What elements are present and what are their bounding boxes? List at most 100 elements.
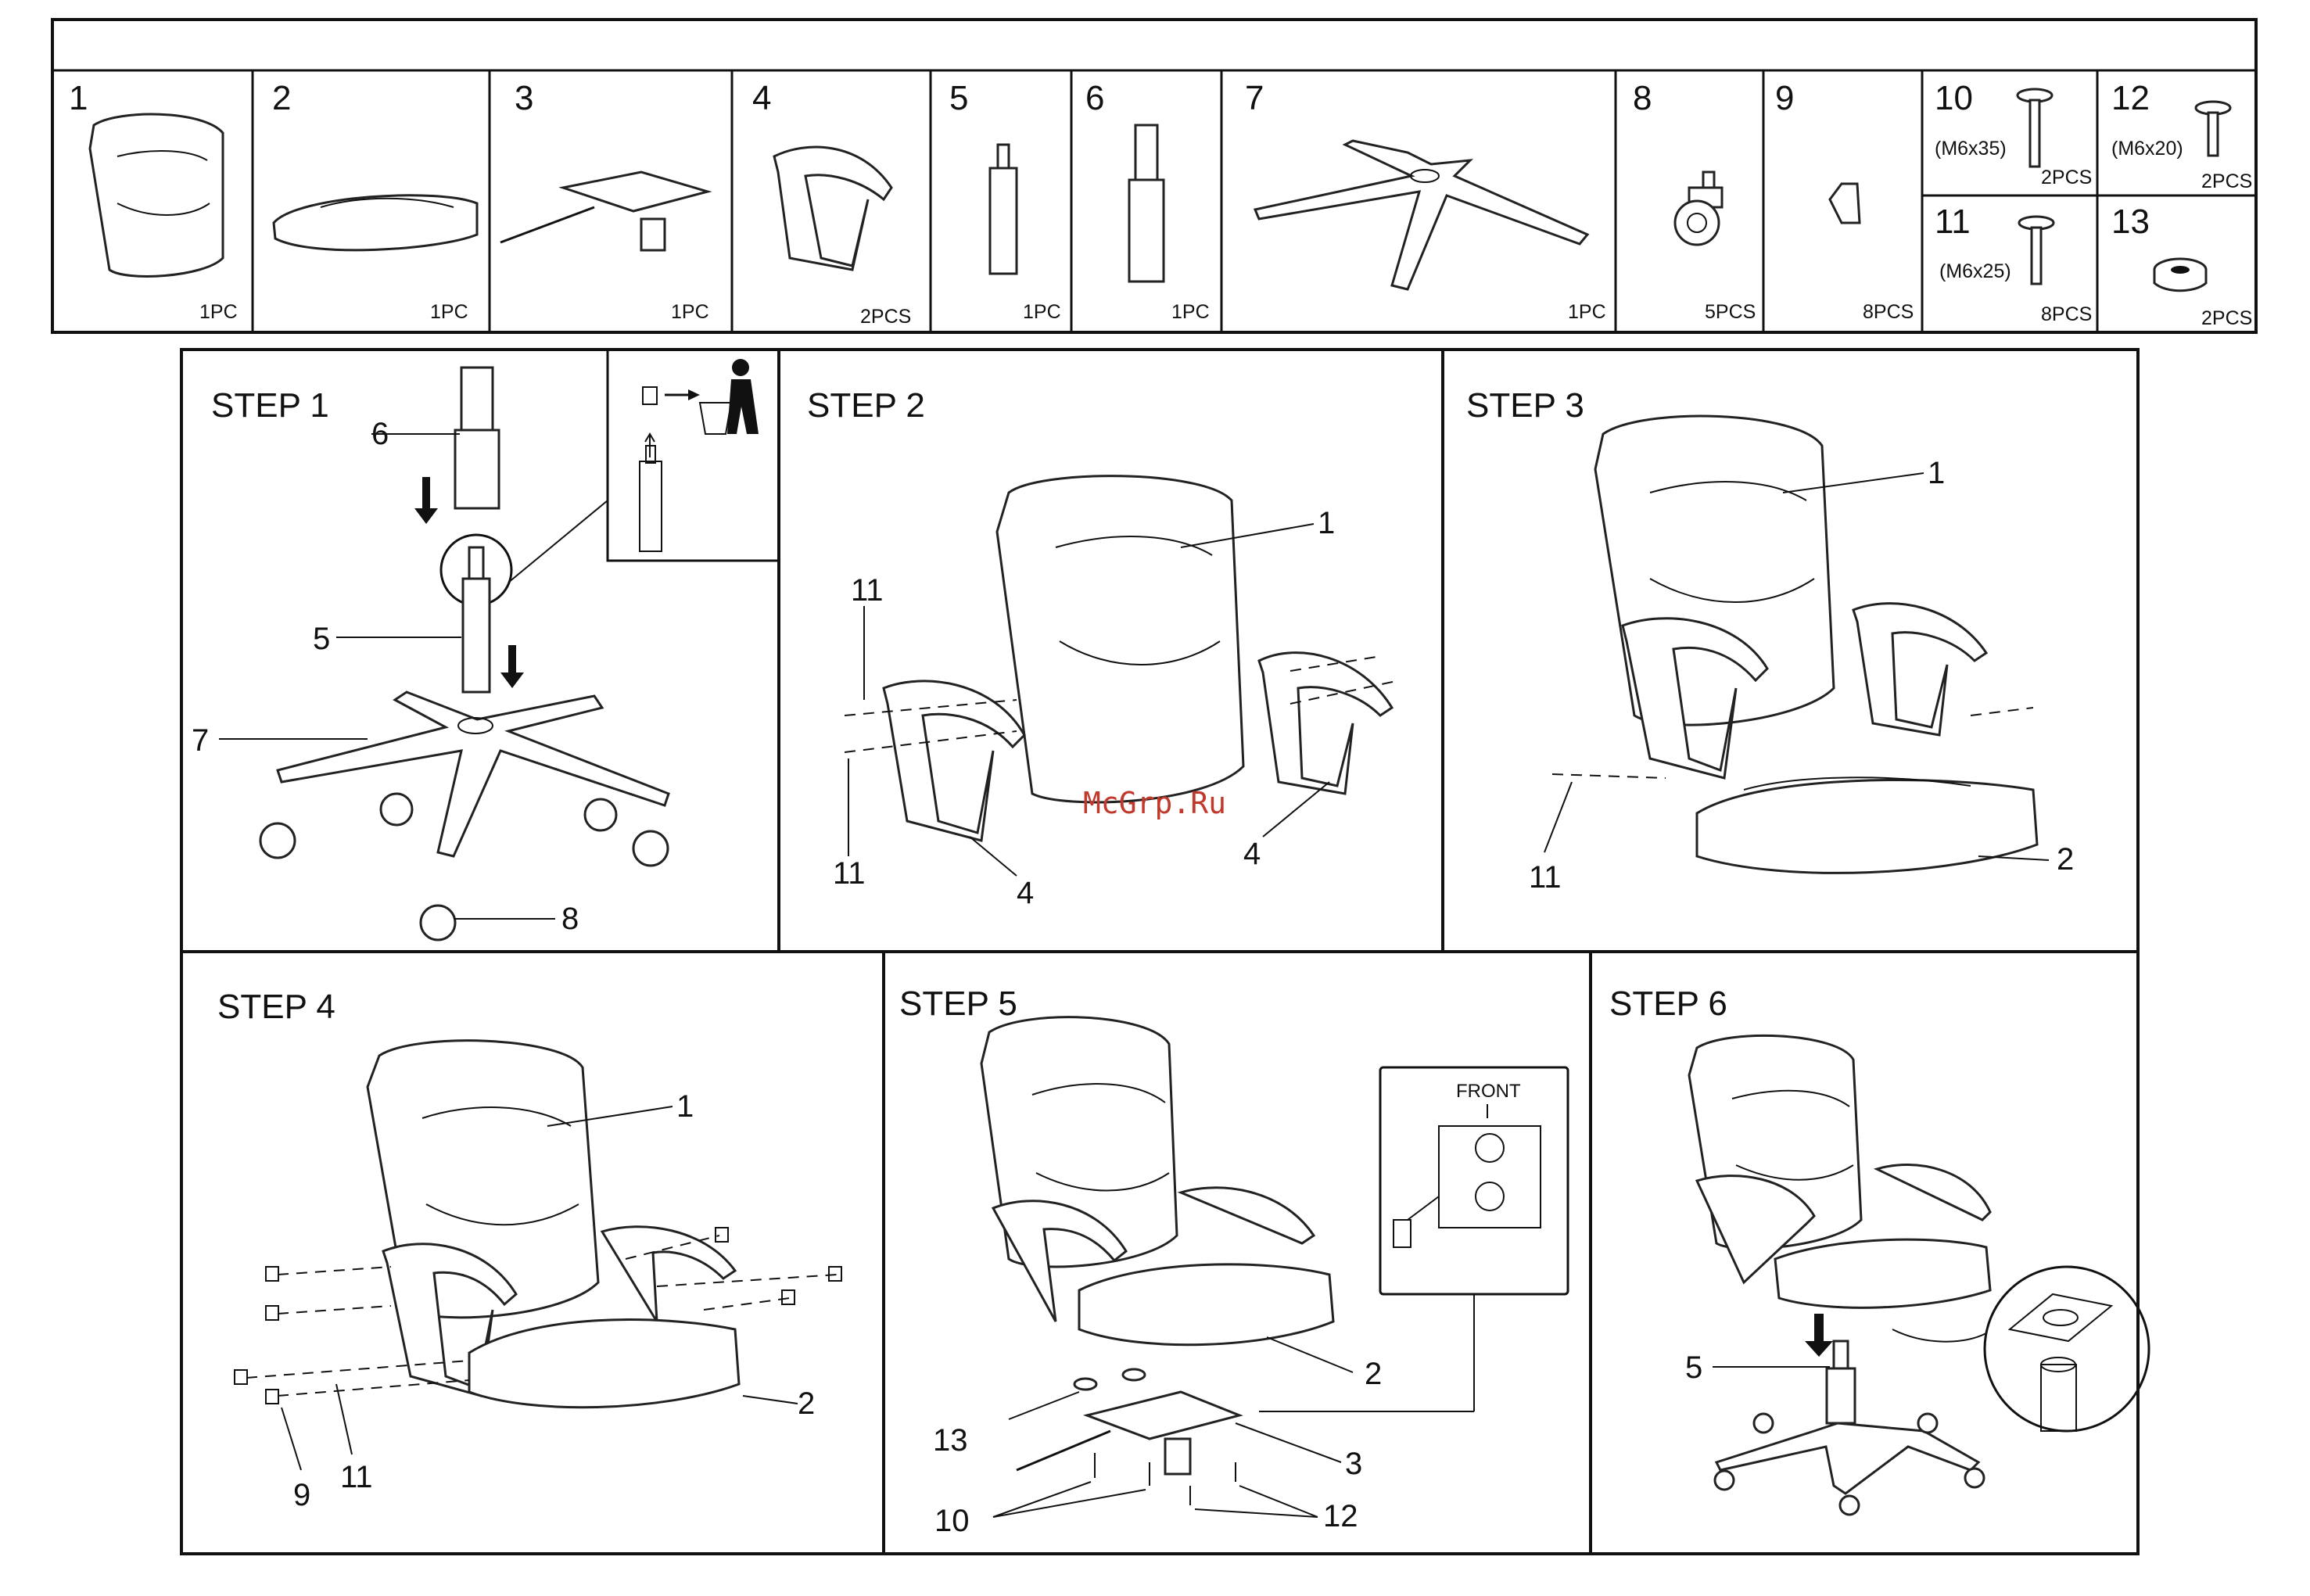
part-4-cell: 4 2PCS	[752, 79, 911, 328]
watermark: McGrp.Ru	[1083, 786, 1226, 820]
callout-label: 2	[1365, 1357, 1382, 1391]
callout-label: 8	[561, 902, 579, 936]
part-number: 6	[1085, 79, 1104, 117]
caster-drawing	[1918, 1414, 1937, 1433]
part-quantity: 1PC	[199, 301, 238, 323]
part-spec: (M6x20)	[2111, 138, 2183, 160]
callout-label: 11	[851, 573, 884, 608]
parts-table: 1 1PC 2 1PC 3 1PC 4 2PCS 5	[52, 20, 2256, 332]
step-6-panel: STEP 6 5	[1609, 984, 2149, 1515]
step-2-panel: STEP 2 1 11 11 4 4 McGrp.Ru	[807, 386, 1400, 910]
step-3-panel: STEP 3 1 11 2	[1466, 386, 2074, 895]
caster-drawing	[1754, 1414, 1773, 1433]
armrest-right-drawing	[1853, 604, 1986, 735]
person-icon	[732, 359, 749, 376]
part-number: 8	[1633, 79, 1652, 117]
backrest-drawing	[90, 114, 223, 276]
part-10-cell: 10 (M6x35) 2PCS	[1935, 79, 2092, 188]
armrest-right-drawing	[1259, 653, 1392, 794]
backrest-drawing	[997, 476, 1243, 802]
callout-label: 3	[1345, 1447, 1362, 1481]
part-quantity: 1PC	[1023, 301, 1061, 323]
caster-drawing	[421, 906, 455, 940]
seat-drawing	[1775, 1239, 1990, 1307]
caster-drawing	[1965, 1469, 1984, 1487]
callout-label: 11	[340, 1460, 373, 1494]
callout-label: 13	[933, 1423, 968, 1458]
part-7-cell: 7 1PC	[1245, 79, 1606, 323]
callout-label: 12	[1323, 1499, 1358, 1533]
part-number: 1	[69, 79, 88, 117]
detail-circle	[1985, 1267, 2149, 1431]
callout-label: 11	[833, 856, 866, 891]
part-number: 4	[752, 79, 771, 117]
callout-label: 6	[371, 417, 389, 451]
callout-label: 1	[676, 1089, 694, 1124]
part-number: 10	[1935, 79, 1973, 117]
step-title: STEP 2	[807, 386, 925, 425]
step-title: STEP 6	[1609, 984, 1727, 1023]
callout-label: 10	[934, 1504, 970, 1538]
callout-label: 1	[1318, 506, 1335, 540]
washer-drawing	[1123, 1369, 1145, 1380]
step-title: STEP 5	[899, 984, 1017, 1023]
callout-label: 2	[2057, 842, 2074, 877]
part-spec: (M6x35)	[1935, 138, 2007, 160]
part-11-cell: 11 (M6x25) 8PCS	[1935, 203, 2092, 325]
step-1-panel: STEP 1 6 5 7 8	[192, 350, 779, 940]
callout-label: 2	[798, 1386, 815, 1421]
part-number: 9	[1775, 79, 1794, 117]
washer-drawing	[1074, 1379, 1096, 1390]
part-spec: (M6x25)	[1939, 260, 2011, 282]
part-13-cell: 13 2PCS	[2111, 203, 2252, 329]
down-arrow-icon	[414, 477, 438, 524]
callout-label: 7	[192, 723, 209, 758]
backrest-drawing	[1595, 416, 1834, 725]
callout-label: 4	[1243, 837, 1261, 871]
part-9-cell: 9 8PCS	[1775, 79, 1914, 323]
part-quantity: 8PCS	[1863, 301, 1914, 323]
gas-lift-cover-drawing	[1135, 125, 1157, 180]
caster-drawing	[1840, 1496, 1859, 1515]
callout-label: 4	[1017, 876, 1034, 910]
part-number: 13	[2111, 203, 2150, 241]
step-5-panel: STEP 5 2 FRONT 13 10 3 1	[899, 984, 1568, 1538]
part-number: 12	[2111, 79, 2150, 117]
mechanism-plate-drawing	[1439, 1126, 1541, 1228]
mechanism-drawing	[563, 172, 708, 211]
seat-drawing	[1697, 780, 2037, 873]
seat-drawing	[274, 195, 477, 250]
part-8-cell: 8 5PCS	[1633, 79, 1756, 323]
part-number: 7	[1245, 79, 1264, 117]
gas-lift-drawing	[998, 145, 1009, 168]
part-quantity: 2PCS	[2041, 167, 2092, 188]
part-2-cell: 2 1PC	[272, 79, 477, 323]
part-quantity: 1PC	[430, 301, 468, 323]
armrest-left-drawing	[884, 681, 1024, 841]
part-quantity: 5PCS	[1705, 301, 1756, 323]
star-base-drawing	[278, 692, 669, 856]
down-arrow-icon	[1805, 1314, 1833, 1357]
part-5-cell: 5 1PC	[949, 79, 1061, 323]
part-quantity: 2PCS	[860, 306, 911, 328]
part-number: 2	[272, 79, 291, 117]
star-base-drawing	[1716, 1423, 1978, 1494]
front-label: FRONT	[1456, 1081, 1521, 1102]
down-arrow-icon	[500, 645, 524, 688]
part-number: 5	[949, 79, 968, 117]
part-quantity: 1PC	[1171, 301, 1210, 323]
seat-drawing	[1079, 1264, 1333, 1345]
part-6-cell: 6 1PC	[1085, 79, 1210, 323]
part-number: 11	[1935, 203, 1971, 241]
part-12-cell: 12 (M6x20) 2PCS	[2111, 79, 2252, 192]
trash-bin-icon	[700, 403, 731, 434]
part-quantity: 1PC	[671, 301, 709, 323]
gas-lift-cover-drawing	[461, 368, 493, 430]
part-1-cell: 1 1PC	[69, 79, 238, 323]
part-3-cell: 3 1PC	[500, 79, 709, 323]
disposal-inset	[608, 350, 779, 561]
callout-label: 11	[1529, 860, 1562, 895]
callout-label: 5	[1685, 1350, 1702, 1385]
gas-lift-drawing	[1834, 1341, 1848, 1368]
